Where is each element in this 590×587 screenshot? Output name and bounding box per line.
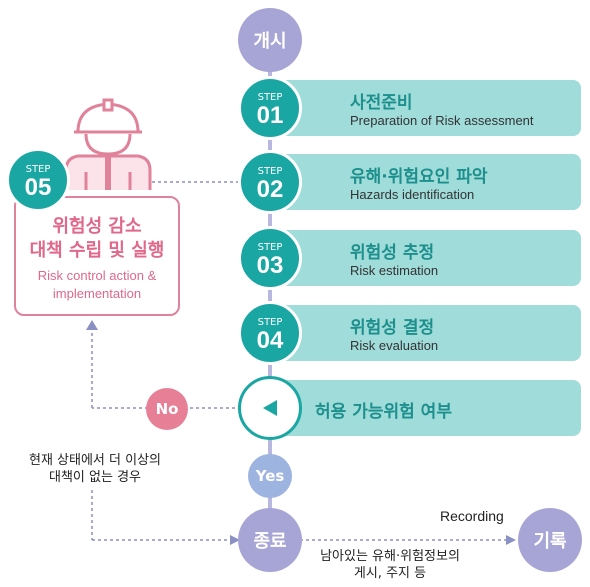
end-note: 남아있는 유해·위험정보의 게시, 주지 등: [300, 548, 480, 582]
step-03-circle: STEP 03: [238, 226, 302, 290]
no-note-line2: 대책이 없는 경우: [49, 470, 141, 485]
step-04-circle: STEP 04: [238, 301, 302, 365]
yes-label: Yes: [255, 467, 285, 485]
step-01-bar: 사전준비 Preparation of Risk assessment: [270, 80, 581, 136]
step-03-bar: 위험성 추정 Risk estimation: [270, 230, 581, 286]
no-note-line1: 현재 상태에서 더 이상의: [29, 453, 161, 468]
step-05-box: 위험성 감소 대책 수립 및 실행 Risk control action & …: [14, 196, 180, 316]
step-05-title-line1: 위험성 감소: [52, 216, 142, 237]
step-02-number: 02: [256, 176, 284, 203]
end-note-line1: 남아있는 유해·위험정보의: [320, 549, 460, 564]
end-note-line2: 게시, 주지 등: [353, 566, 427, 581]
step-02-step-label: STEP: [257, 166, 283, 177]
step-05-number: 05: [24, 174, 52, 201]
step-01-step-label: STEP: [257, 92, 283, 103]
step-03-step-label: STEP: [257, 242, 283, 253]
record-label: 기록: [533, 531, 567, 552]
decision-bar: 허용 가능위험 여부: [270, 380, 581, 436]
step-03-subtitle: Risk estimation: [350, 263, 439, 278]
step-02-title: 유해·위험요인 파악: [350, 167, 488, 187]
step-01-title: 사전준비: [350, 93, 413, 113]
step-04-title: 위험성 결정: [350, 318, 435, 338]
step-05-title-line2: 대책 수립 및 실행: [29, 240, 165, 261]
step-05-subtitle-line2: implementation: [52, 286, 142, 301]
step-01-number: 01: [256, 102, 284, 129]
step-05-circle: STEP 05: [6, 148, 70, 212]
worker-icon: [64, 98, 152, 190]
triangle-left-icon: [263, 400, 277, 416]
end-label: 종료: [253, 531, 287, 552]
step-02-circle: STEP 02: [238, 150, 302, 214]
step-05-step-label: STEP: [25, 164, 51, 175]
step-04-number: 04: [256, 327, 284, 354]
no-label: No: [155, 400, 179, 418]
decision-circle: [238, 376, 302, 440]
step-05-subtitle-line1: Risk control action &: [37, 268, 157, 283]
no-node: No: [146, 388, 188, 430]
yes-node: Yes: [248, 454, 292, 498]
no-condition-note: 현재 상태에서 더 이상의 대책이 없는 경우: [10, 452, 180, 486]
record-node: 기록: [518, 508, 582, 572]
start-label: 개시: [253, 31, 287, 52]
recording-arrow-label: Recording: [440, 508, 504, 524]
step-04-subtitle: Risk evaluation: [350, 338, 439, 353]
decision-title: 허용 가능위험 여부: [315, 402, 452, 422]
step-03-title: 위험성 추정: [350, 243, 435, 263]
start-node: 개시: [238, 8, 302, 72]
step-04-step-label: STEP: [257, 317, 283, 328]
step-02-bar: 유해·위험요인 파악 Hazards identification: [270, 154, 581, 210]
step-01-subtitle: Preparation of Risk assessment: [350, 113, 534, 128]
end-node: 종료: [238, 508, 302, 572]
step-02-subtitle: Hazards identification: [350, 187, 475, 202]
step-01-circle: STEP 01: [238, 76, 302, 140]
step-03-number: 03: [256, 252, 284, 279]
step-04-bar: 위험성 결정 Risk evaluation: [270, 305, 581, 361]
